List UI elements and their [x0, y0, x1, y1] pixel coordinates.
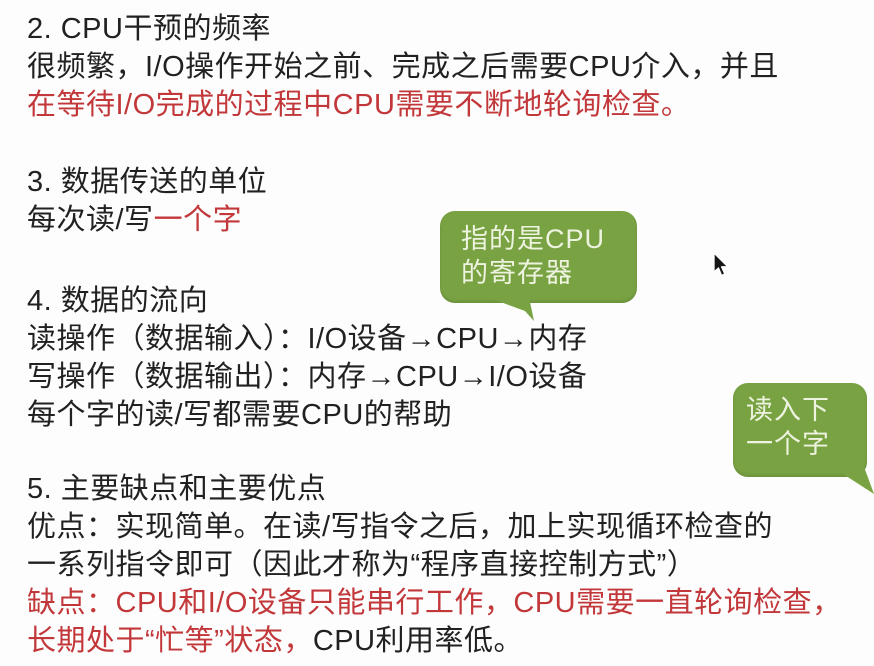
text-section: 4. 数据的流向读操作（数据输入）：I/O设备→CPU→内存写操作（数据输出）：…: [27, 282, 874, 434]
text-segment: 在等待I/O完成的过程中CPU需要不断地轮询检查。: [27, 89, 691, 121]
text-line: 每次读/写一个字: [27, 201, 874, 239]
text-segment: 缺点：CPU和I/O设备只能串行工作，CPU需要一直轮询检查，: [27, 587, 842, 619]
text-line: 一系列指令即可（因此才称为“程序直接控制方式”）: [27, 546, 874, 584]
text-line: 每个字的读/写都需要CPU的帮助: [27, 396, 874, 434]
callout-text-line: 一个字: [746, 429, 830, 459]
text-segment: 读操作（数据输入）：I/O设备→CPU→内存: [27, 323, 588, 355]
text-line: 优点：实现简单。在读/写指令之后，加上实现循环检查的: [27, 508, 874, 546]
text-line: 3. 数据传送的单位: [27, 163, 874, 201]
text-segment: 一个字: [153, 204, 243, 236]
text-line: 缺点：CPU和I/O设备只能串行工作，CPU需要一直轮询检查，: [27, 584, 874, 622]
text-segment: 3. 数据传送的单位: [27, 166, 268, 198]
text-segment: 4. 数据的流向: [27, 285, 209, 317]
text-line: 在等待I/O完成的过程中CPU需要不断地轮询检查。: [27, 86, 874, 124]
text-segment: 长期处于“忙等”状态，: [27, 625, 313, 657]
text-section: 3. 数据传送的单位每次读/写一个字: [27, 163, 874, 239]
text-line: 读操作（数据输入）：I/O设备→CPU→内存: [27, 320, 874, 358]
callout-text-line: 指的是CPU: [461, 224, 606, 254]
speech-bubble-tail-icon: [814, 456, 874, 494]
text-segment: CPU利用率低。: [312, 625, 524, 657]
callout-text-line: 读入下: [746, 395, 830, 425]
text-line: 写操作（数据输出）：内存→CPU→I/O设备: [27, 358, 874, 396]
mouse-cursor-icon: [713, 252, 729, 277]
text-line: 4. 数据的流向: [27, 282, 874, 320]
text-segment: 5. 主要缺点和主要优点: [27, 473, 327, 505]
text-section: 2. CPU干预的频率很频繁，I/O操作开始之前、完成之后需要CPU介入，并且在…: [27, 10, 874, 124]
callout-text-line: 的寄存器: [461, 258, 573, 288]
text-segment: 优点：实现简单。在读/写指令之后，加上实现循环检查的: [27, 511, 774, 543]
text-line: 5. 主要缺点和主要优点: [27, 470, 874, 508]
callout-bubble-cpu-register: 指的是CPU 的寄存器: [440, 211, 637, 303]
text-segment: 每个字的读/写都需要CPU的帮助: [27, 399, 453, 431]
text-segment: 每次读/写: [27, 204, 154, 236]
text-line: 2. CPU干预的频率: [27, 10, 874, 48]
text-segment: 写操作（数据输出）：内存→CPU→I/O设备: [27, 361, 588, 393]
text-line: 很频繁，I/O操作开始之前、完成之后需要CPU介入，并且: [27, 48, 874, 86]
text-line: 长期处于“忙等”状态，CPU利用率低。: [27, 622, 874, 660]
text-segment: 很频繁，I/O操作开始之前、完成之后需要CPU介入，并且: [27, 51, 779, 83]
speech-bubble-tail-icon: [487, 297, 534, 321]
text-segment: 2. CPU干预的频率: [27, 13, 271, 45]
text-section: 5. 主要缺点和主要优点优点：实现简单。在读/写指令之后，加上实现循环检查的一系…: [27, 470, 874, 660]
text-segment: 一系列指令即可（因此才称为“程序直接控制方式”）: [27, 549, 697, 581]
